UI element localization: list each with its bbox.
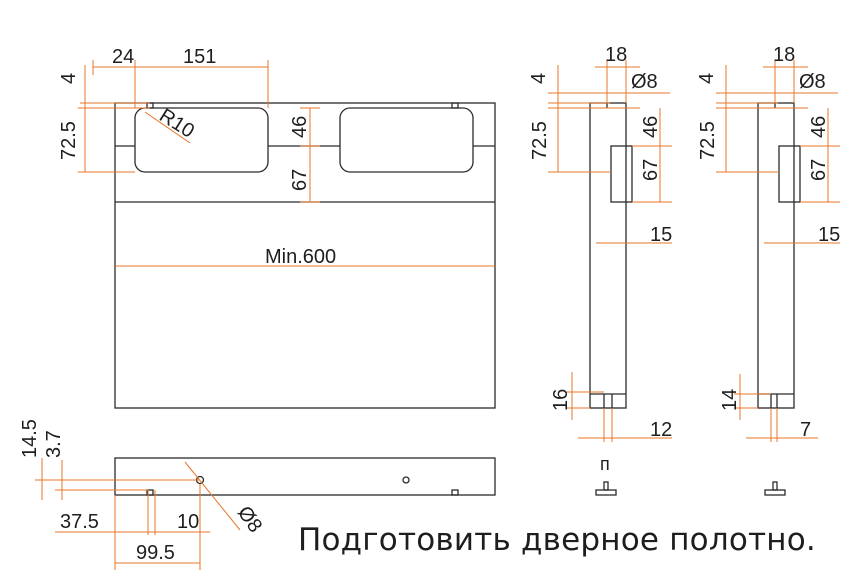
hole-diameter-label: Ø8	[631, 71, 658, 93]
min-width-label: Min.600	[265, 246, 336, 268]
bottom-view: 14.5 3.7 37.5 10 Ø8 99.5	[19, 419, 496, 570]
dim-label-4: 4	[528, 73, 550, 84]
bottom-notch-left	[146, 489, 154, 496]
profile-b-mount-stem	[772, 481, 778, 491]
bottom-dimensions	[35, 458, 241, 570]
caption-text: Подготовить дверное полотно.	[298, 522, 816, 558]
radius-label: R10	[155, 105, 198, 143]
profile-a-mount-base	[595, 489, 617, 496]
hole-diameter-label: Ø8	[233, 502, 266, 536]
front-view: 24 151 4 72.5 R10 46 67 Min.600	[58, 46, 496, 409]
profile-glyph: п	[600, 454, 610, 474]
hole-diameter-label: Ø8	[799, 71, 826, 93]
dim-label-46: 46	[289, 116, 311, 138]
dim-label-4: 4	[58, 73, 80, 84]
profile-b-body	[757, 102, 795, 409]
dim-label-14: 14	[719, 389, 741, 411]
dim-label-46: 46	[640, 116, 662, 138]
dim-label-7: 7	[800, 419, 811, 441]
dim-label-3-7: 3.7	[43, 430, 65, 458]
dim-label-67: 67	[640, 159, 662, 181]
door-panel-outline	[114, 102, 496, 409]
dim-label-18: 18	[773, 44, 795, 66]
profile-a-cutout	[610, 145, 633, 203]
panel-bottom-outline	[114, 457, 496, 496]
dim-label-37-5: 37.5	[60, 511, 99, 533]
profile-b-mount-base	[764, 489, 786, 496]
dim-label-99-5: 99.5	[136, 542, 175, 564]
dim-label-72-5: 72.5	[58, 121, 80, 160]
dim-label-72-5: 72.5	[697, 121, 719, 160]
dim-label-72-5: 72.5	[529, 121, 551, 160]
dim-label-4: 4	[696, 73, 718, 84]
dim-label-10: 10	[177, 511, 199, 533]
dim-label-18: 18	[605, 44, 627, 66]
notch-right	[451, 102, 459, 109]
dim-label-67: 67	[289, 169, 311, 191]
hole-right	[402, 476, 410, 484]
dim-label-15: 15	[650, 224, 672, 246]
dim-label-15: 15	[818, 224, 840, 246]
dim-label-46: 46	[808, 116, 830, 138]
dim-label-16: 16	[550, 389, 572, 411]
dim-label-151: 151	[183, 46, 216, 68]
side-b-dimensions	[716, 60, 840, 442]
profile-a-mount-stem	[603, 481, 609, 491]
notch-left	[146, 102, 154, 109]
side-a-dimensions	[548, 60, 672, 442]
side-view-a: 18 4 Ø8 72.5 46 67 15 16 12 п	[528, 44, 672, 496]
bottom-notch-right	[451, 489, 459, 496]
profile-a-body	[589, 102, 627, 409]
front-dimensions	[78, 60, 495, 267]
dim-label-14-5: 14.5	[19, 419, 41, 458]
cutout-left	[134, 107, 269, 173]
profile-b-cutout	[778, 145, 801, 203]
cutout-right	[339, 107, 474, 173]
dim-label-12: 12	[650, 419, 672, 441]
dim-label-67: 67	[808, 159, 830, 181]
side-view-b: 18 4 Ø8 72.5 46 67 15 14 7	[696, 44, 840, 496]
dim-label-24: 24	[112, 46, 134, 68]
